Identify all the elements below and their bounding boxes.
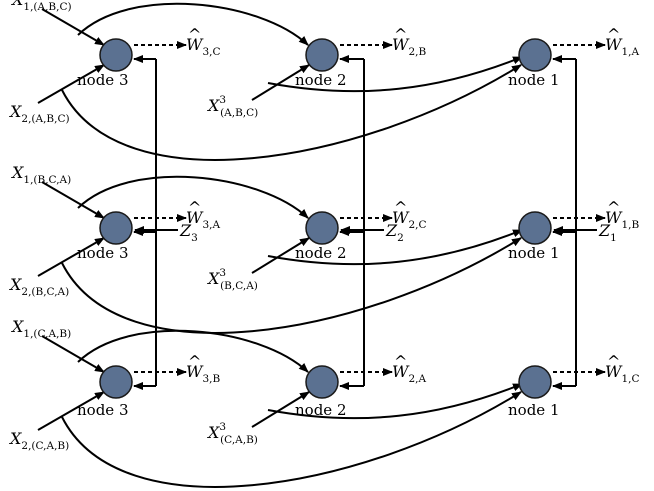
row-2-x1-to-node2 xyxy=(77,175,309,219)
row-1-x3-to-node1 xyxy=(267,56,523,93)
row-2-x3-to-node1 xyxy=(267,229,523,266)
row-1-node-3 xyxy=(99,38,133,72)
row-2-x2-label: X2,(B,C,A) xyxy=(8,275,69,298)
row-2-x1-arrow xyxy=(41,181,105,219)
row-2-node-label-2: node 2 xyxy=(295,244,346,262)
row-3-node-label-3: node 3 xyxy=(77,401,128,419)
row-3-output-w-1-hat: ^ xyxy=(607,352,620,371)
row-1-output-w-3: W3,C xyxy=(186,35,221,58)
row-1-node-2 xyxy=(305,38,339,72)
row-1-x3-arrow xyxy=(251,64,310,101)
row-2-output-w-2: W2,C xyxy=(392,208,427,231)
row-1-node-label-2: node 2 xyxy=(295,71,346,89)
row-2-output-w-3-hat: ^ xyxy=(188,198,201,217)
row-2-x1-label: X1,(B,C,A) xyxy=(10,163,71,186)
row-2-output-w-1-hat: ^ xyxy=(607,198,620,217)
row-2-x2-arrow xyxy=(37,237,105,277)
row-1-output-w-2-hat: ^ xyxy=(394,25,407,44)
row-3-node-label-2: node 2 xyxy=(295,401,346,419)
row-1-x1-to-node2 xyxy=(77,2,309,46)
row-2-z-3: Z3 xyxy=(179,221,198,244)
row-3-x1-arrow xyxy=(41,335,105,373)
row-2-z-2: Z2 xyxy=(385,221,404,244)
row-3-x3-label: X3(C,A,B) xyxy=(206,421,258,446)
row-3-output-w-3: W3,B xyxy=(186,362,220,385)
row-1-x2-arrow xyxy=(37,64,105,104)
row-3-node-1 xyxy=(518,365,552,399)
row-3-x1-to-node2 xyxy=(77,329,309,373)
row-3-output-w-3-hat: ^ xyxy=(188,352,201,371)
row-3-output-w-2: W2,A xyxy=(392,362,426,385)
row-2-x3-label: X3(B,C,A) xyxy=(206,267,258,292)
row-3-x3-to-node1 xyxy=(267,383,523,420)
row-2-node-2 xyxy=(305,211,339,245)
row-3-x2-to-node1 xyxy=(61,391,522,488)
row-3-x2-arrow xyxy=(37,391,105,431)
row-2-node-label-1: node 1 xyxy=(508,244,559,262)
row-2-x2-to-node1 xyxy=(61,237,522,334)
row-1-node-label-1: node 1 xyxy=(508,71,559,89)
row-2-output-w-1: W1,B xyxy=(605,208,639,231)
row-3-node-label-1: node 1 xyxy=(508,401,559,419)
row-1-output-w-1: W1,A xyxy=(605,35,639,58)
row-1-x1-label: X1,(A,B,C) xyxy=(10,0,72,13)
row-3-x3-arrow xyxy=(251,391,310,428)
row-2-node-1 xyxy=(518,211,552,245)
row-2-output-w-3: W3,A xyxy=(186,208,220,231)
row-1-output-w-2: W2,B xyxy=(392,35,426,58)
row-2-z-1: Z1 xyxy=(598,221,617,244)
row-3-output-w-1: W1,C xyxy=(605,362,640,385)
row-1-x1-arrow xyxy=(41,8,105,46)
row-1-output-w-3-hat: ^ xyxy=(188,25,201,44)
row-1-x2-label: X2,(A,B,C) xyxy=(8,102,70,125)
row-1-x3-label: X3(A,B,C) xyxy=(206,94,258,119)
row-3-x2-label: X2,(C,A,B) xyxy=(8,429,69,452)
row-2-output-w-2-hat: ^ xyxy=(394,198,407,217)
row-1-output-w-1-hat: ^ xyxy=(607,25,620,44)
row-2-x3-arrow xyxy=(251,237,310,274)
row-3-output-w-2-hat: ^ xyxy=(394,352,407,371)
row-2-node-3 xyxy=(99,211,133,245)
row-1-x2-to-node1 xyxy=(61,64,522,161)
row-3-node-3 xyxy=(99,365,133,399)
row-2-node-label-3: node 3 xyxy=(77,244,128,262)
row-1-node-label-3: node 3 xyxy=(77,71,128,89)
row-3-x1-label: X1,(C,A,B) xyxy=(10,317,71,340)
row-3-node-2 xyxy=(305,365,339,399)
row-1-node-1 xyxy=(518,38,552,72)
